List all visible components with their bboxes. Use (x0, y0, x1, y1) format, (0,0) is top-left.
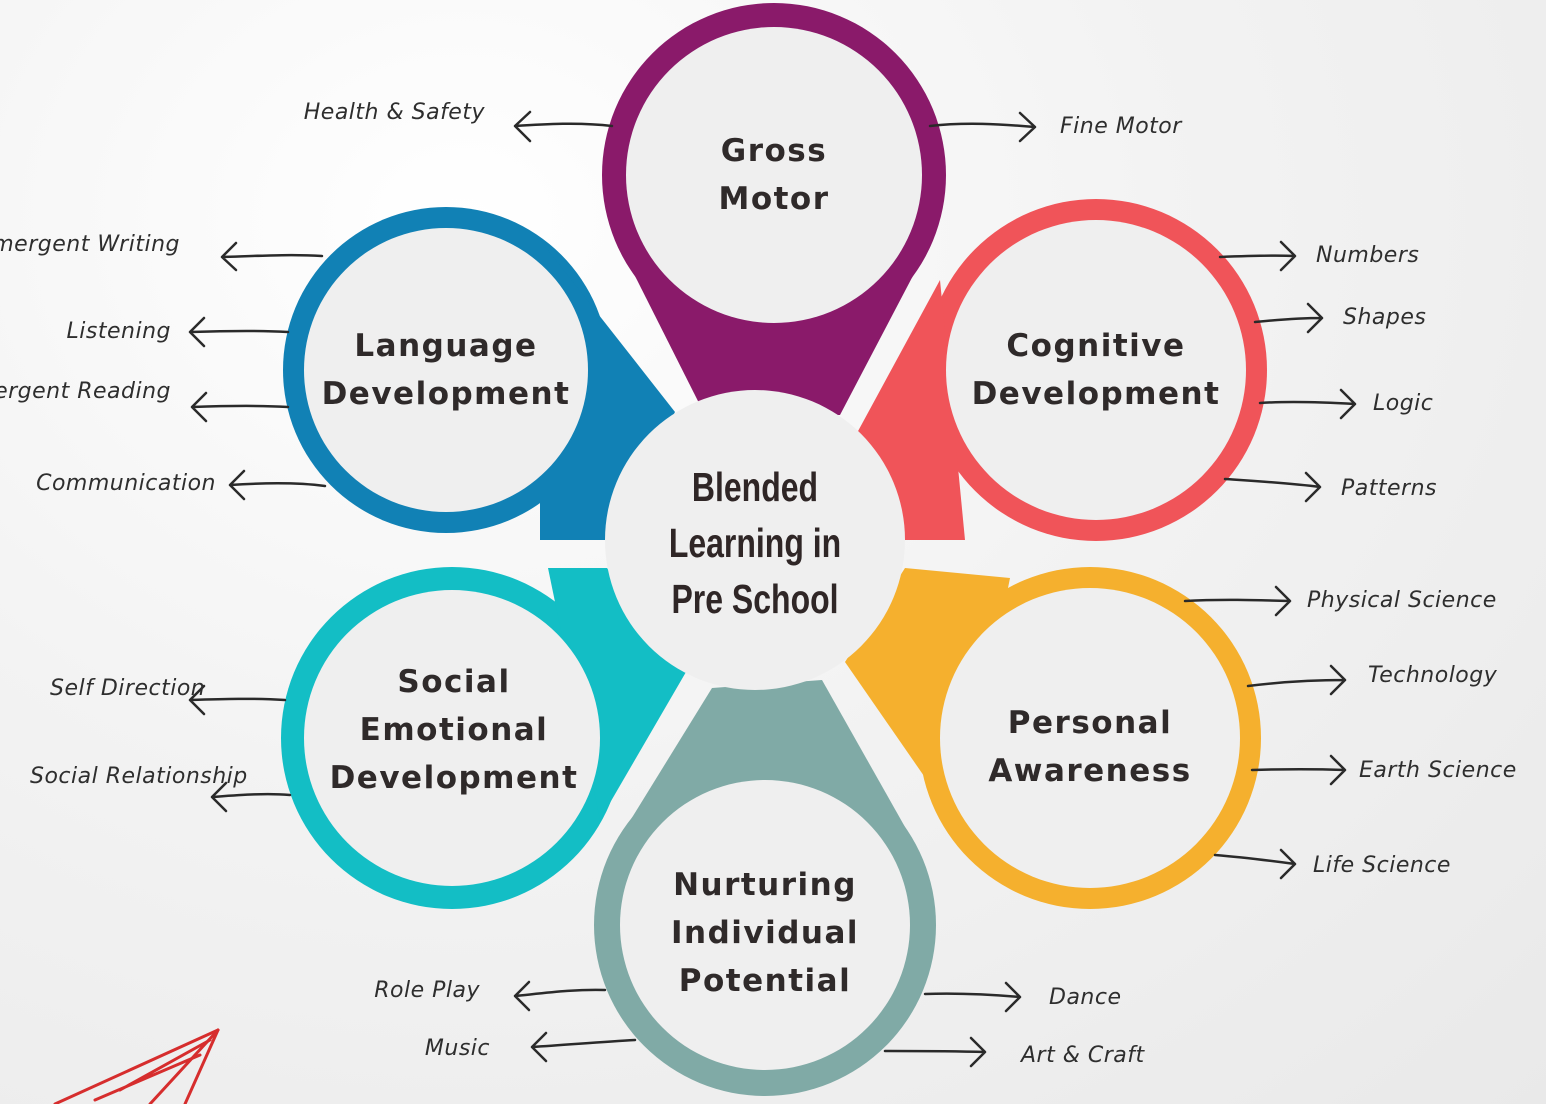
branch-label-emergent-writing: Emergent Writing (0, 232, 180, 257)
branch-label-art-craft: Art & Craft (1021, 1043, 1145, 1068)
branch-label-social-relationship: Social Relationship (30, 764, 248, 789)
arrow-art-craft (883, 1036, 987, 1068)
branch-label-self-direction: Self Direction (50, 676, 206, 701)
petal-cognitive-disc (946, 220, 1246, 520)
petal-language (283, 207, 675, 540)
branch-label-listening: Listening (66, 319, 171, 344)
petal-gross-motor-disc (626, 27, 922, 323)
branch-label-health-safety: Health & Safety (303, 100, 485, 125)
arrow-emergent-reading (190, 391, 290, 423)
node-title-gross-motor: Gross Motor (718, 133, 830, 217)
node-title-cognitive: Cognitive Development (971, 328, 1221, 412)
arrow-physical-science (1183, 585, 1292, 617)
arrow-role-play (513, 980, 607, 1012)
branch-label-numbers: Numbers (1316, 243, 1420, 268)
arrow-shapes (1253, 302, 1324, 334)
arrow-logic (1258, 388, 1357, 420)
center-title: Blended Learning in Pre School (668, 463, 842, 622)
branch-label-technology: Technology (1368, 663, 1498, 688)
arrow-self-direction (188, 684, 287, 716)
branch-label-music: Music (424, 1036, 490, 1061)
node-title-social: Social Emotional Development (329, 664, 579, 796)
arrow-health-safety (513, 110, 614, 143)
petal-cognitive (857, 199, 1267, 541)
petal-nurturing (594, 680, 936, 1096)
branch-label-earth-science: Earth Science (1359, 758, 1517, 783)
branch-label-patterns: Patterns (1341, 476, 1437, 501)
arrow-technology (1246, 664, 1347, 696)
arrow-dance (923, 981, 1022, 1013)
paper-plane-doodle (53, 1028, 220, 1104)
petal-gross-motor (602, 3, 946, 415)
node-title-language: Language Development (321, 328, 571, 412)
arrow-patterns (1223, 471, 1322, 503)
petal-nurturing-disc (620, 780, 910, 1070)
petal-language-disc (304, 228, 588, 512)
arrow-emergent-writing (220, 241, 324, 272)
arrow-social-relationship (210, 781, 292, 813)
branch-label-life-science: Life Science (1313, 853, 1451, 878)
arrow-listening (188, 316, 290, 348)
arrow-music (530, 1031, 637, 1063)
branch-label-physical-science: Physical Science (1307, 588, 1497, 613)
petal-gross-motor-tail (632, 270, 916, 415)
center-hub (605, 390, 905, 690)
petal-social-disc (304, 590, 600, 886)
branch-label-role-play: Role Play (374, 978, 480, 1003)
branch-label-dance: Dance (1049, 985, 1122, 1010)
branch-label-fine-motor: Fine Motor (1060, 114, 1182, 139)
node-title-nurturing: Nurturing Individual Potential (670, 867, 860, 999)
branch-label-shapes: Shapes (1343, 305, 1427, 330)
branch-label-communication: Communication (36, 471, 216, 496)
branch-label-emergent-reading: Emergent Reading (0, 379, 171, 404)
arrow-numbers (1218, 240, 1297, 272)
connector-arrows (188, 110, 1357, 1068)
arrow-earth-science (1250, 754, 1347, 786)
arrow-life-science (1213, 848, 1297, 880)
petal-personal-disc (940, 588, 1240, 888)
petal-personal (845, 567, 1261, 909)
arrow-fine-motor (928, 111, 1037, 143)
node-title-personal: Personal Awareness (988, 705, 1192, 789)
arrow-communication (228, 469, 327, 501)
branch-label-logic: Logic (1373, 391, 1434, 416)
